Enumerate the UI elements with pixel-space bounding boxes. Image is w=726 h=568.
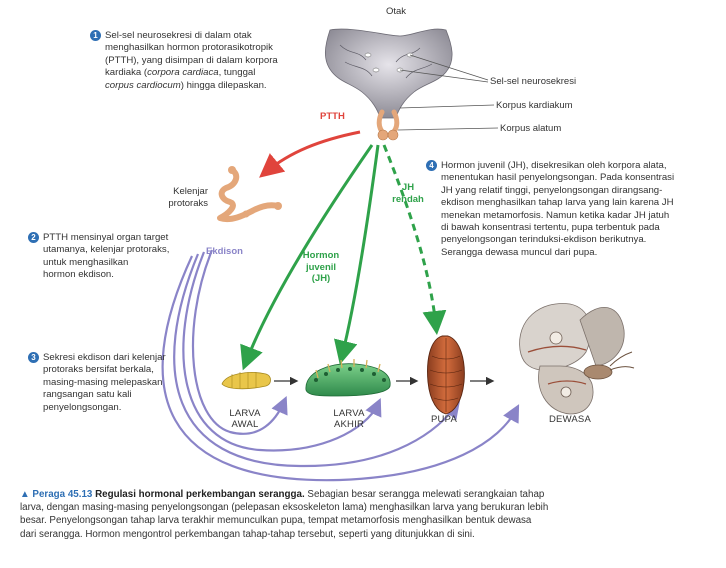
jh-arrow-early-larva <box>240 144 374 371</box>
early-larva-illustration <box>221 372 271 390</box>
step-badge-4: 4 <box>426 160 437 171</box>
ptth-label: PTTH <box>320 111 345 122</box>
step-badge-1: 1 <box>90 30 101 41</box>
jh-low-arrow-pupa <box>382 144 447 335</box>
ptth-arrow <box>259 130 361 178</box>
pupa-illustration <box>427 335 465 415</box>
step-badge-2: 2 <box>28 232 39 243</box>
late-larva-illustration <box>305 359 391 397</box>
neurosecretory-cells-label: Sel-sel neurosekresi <box>490 76 577 87</box>
prothoracic-gland-illustration <box>217 166 282 222</box>
juvenile-hormone-label: Hormon juvenil (JH) <box>302 250 340 284</box>
stage-adult: DEWASA <box>548 414 592 425</box>
stage-pupa: PUPA <box>431 414 457 425</box>
adult-moth-illustration <box>519 303 635 415</box>
brain-label: Otak <box>386 6 407 17</box>
prothoracic-gland-label: Kelenjar protoraks <box>168 186 208 209</box>
leader-lines <box>397 54 499 131</box>
jh-arrow-late-larva <box>333 144 380 365</box>
step-badge-3: 3 <box>28 352 39 363</box>
corpus-allatum-label: Korpus alatum <box>500 123 562 134</box>
figure-number: ▲ Peraga 45.13 <box>20 489 93 500</box>
brain-illustration <box>324 28 453 141</box>
ecdysone-label: Ekdison <box>206 246 243 257</box>
figure-caption: ▲ Peraga 45.13 Regulasi hormonal perkemb… <box>20 489 549 540</box>
ecdysone-arrows <box>161 249 520 482</box>
corpus-cardiacum-label: Korpus kardiakum <box>496 100 573 111</box>
stage-late-larva: LARVA AKHIR <box>333 408 365 430</box>
stage-early-larva: LARVA AWAL <box>229 408 261 430</box>
figure-title: Regulasi hormonal perkembangan serangga. <box>95 489 305 500</box>
jh-low-label: JH rendah <box>392 182 424 205</box>
